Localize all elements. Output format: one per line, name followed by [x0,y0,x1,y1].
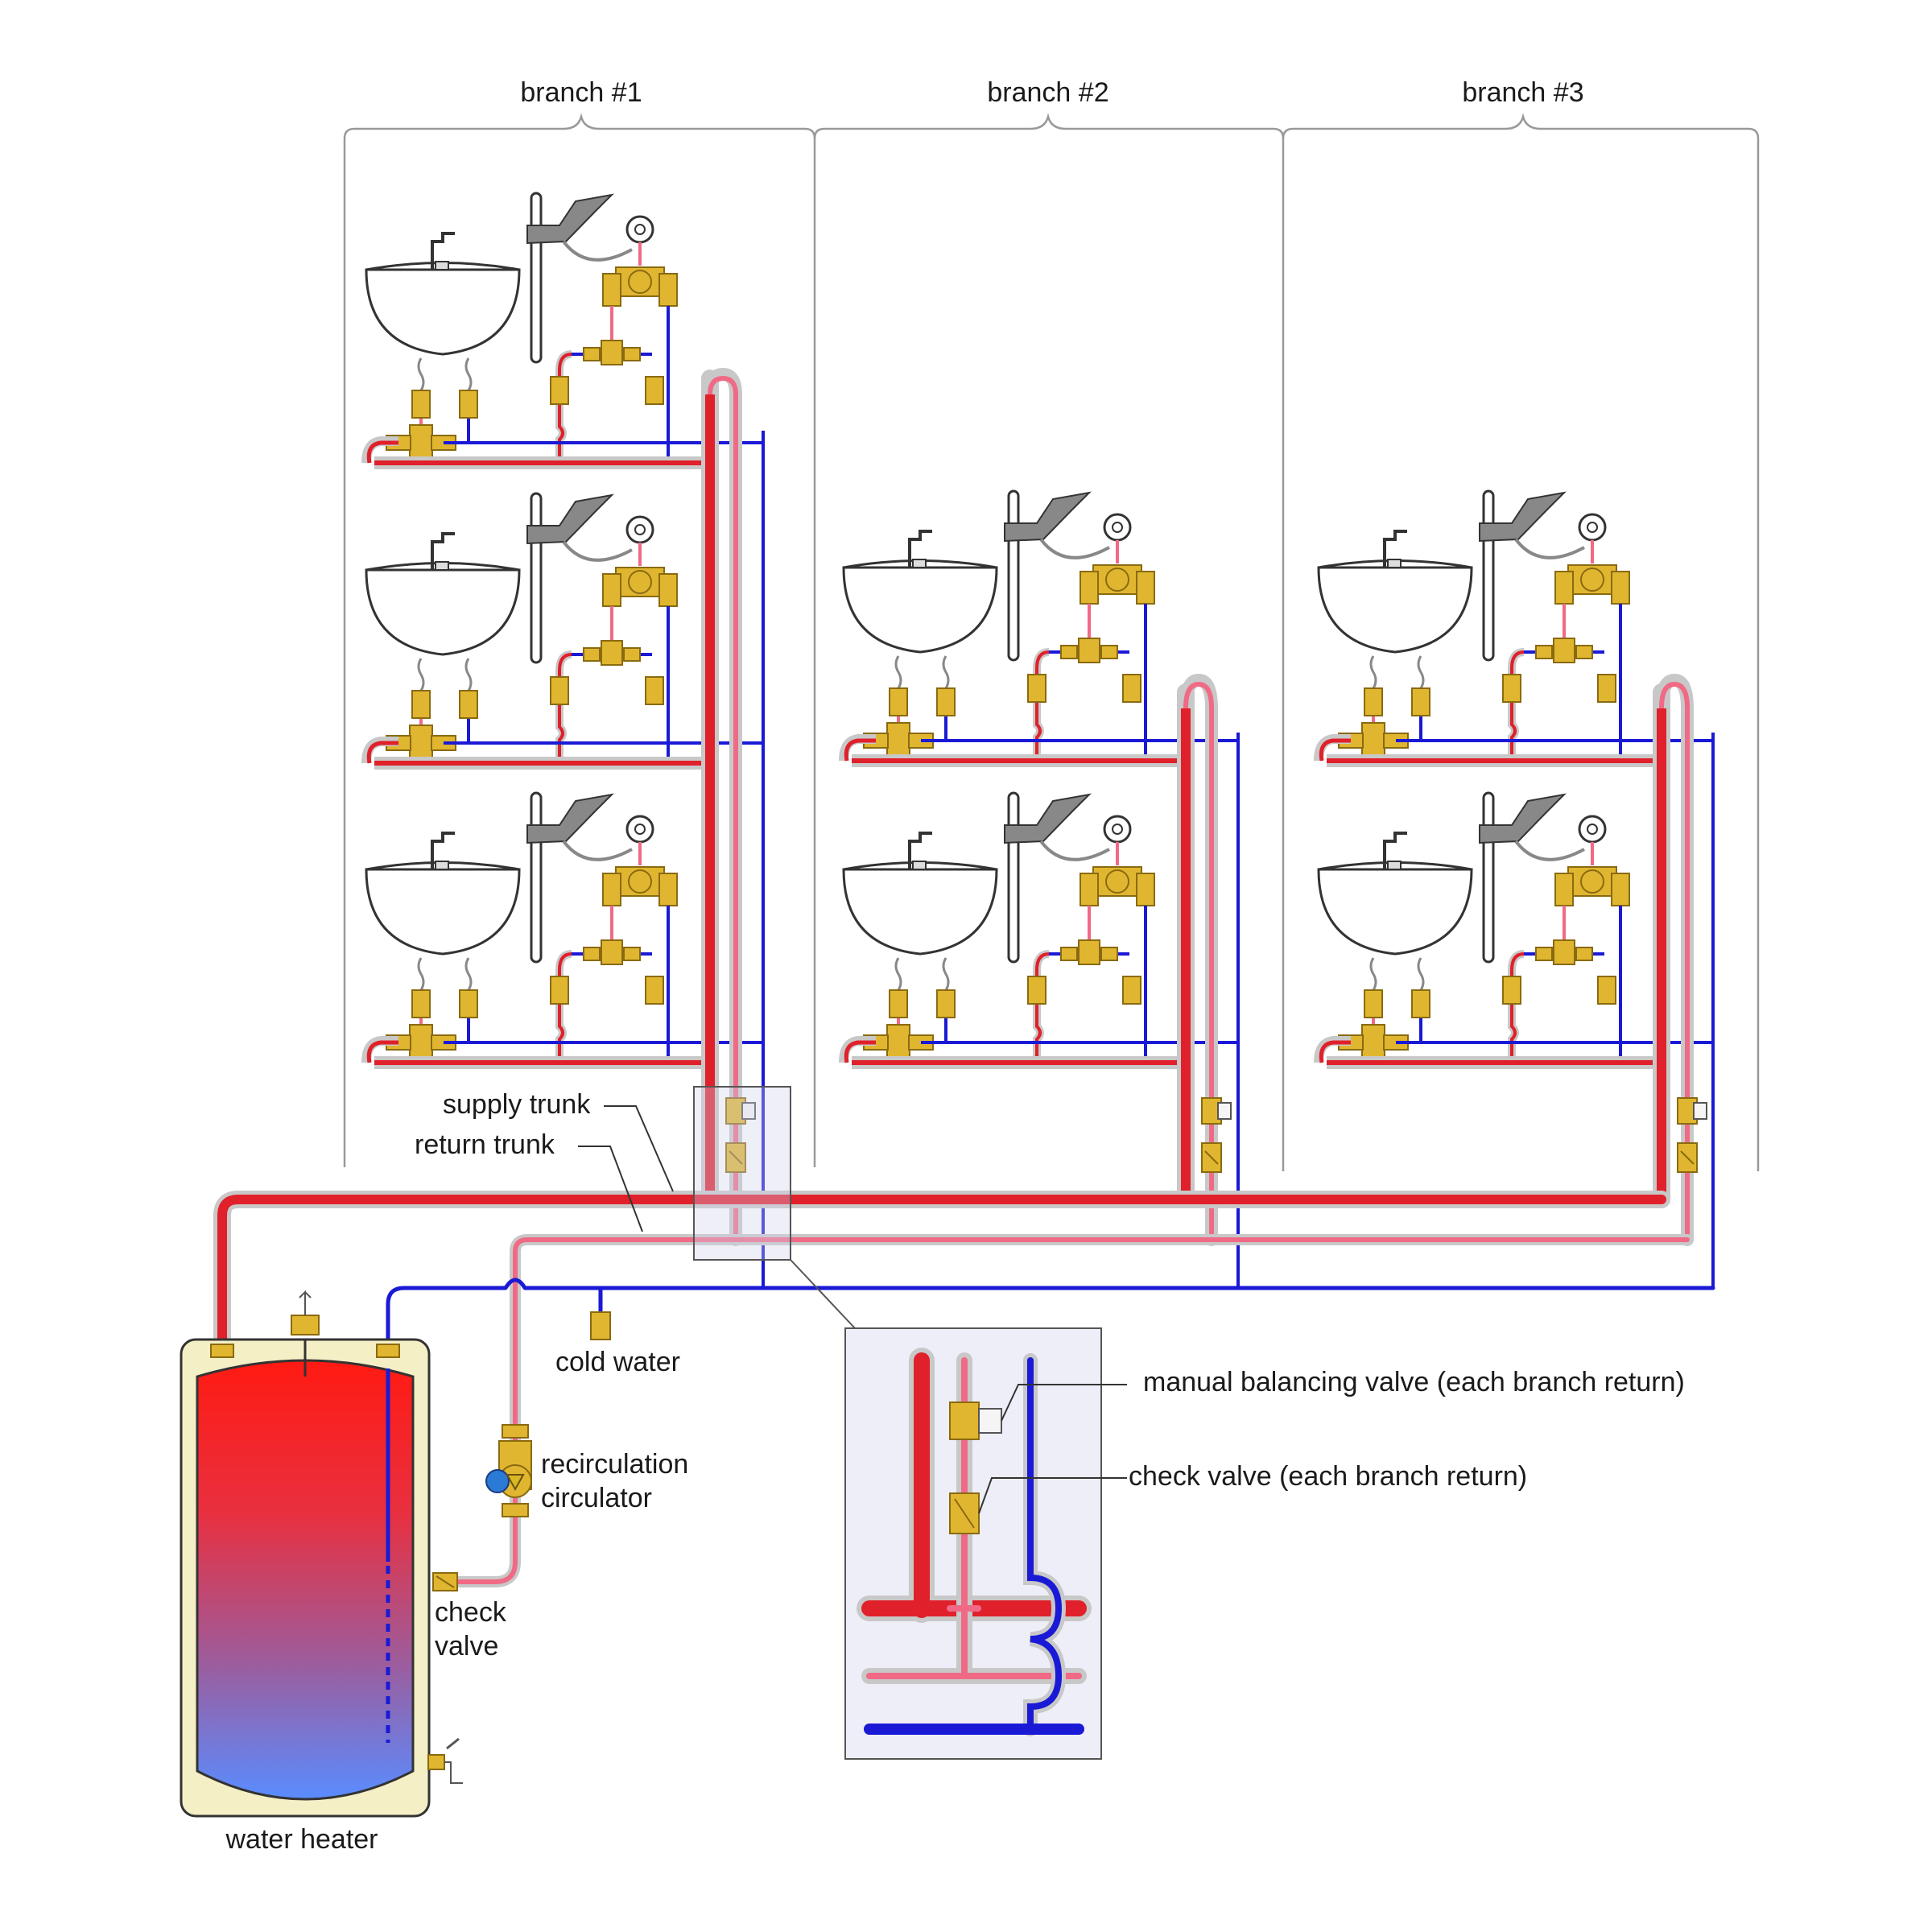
mixing-valve-icon [1535,638,1593,663]
water-heater [180,1290,463,1818]
check-valve-icon [1201,1142,1222,1173]
recirc-label-line1: recirculation [541,1449,688,1480]
branch-1-label: branch #1 [520,77,642,108]
recirculation-return-line [447,1473,521,1587]
lavatory-sink-icon [842,832,998,956]
lavatory-sink-icon [365,232,521,356]
cold-water-label: cold water [555,1347,680,1377]
lavatory-sink-icon [365,532,521,656]
detail-inset [844,1327,1127,1760]
supply-trunk-label: supply trunk [443,1089,591,1120]
recirc-label-line2: circulator [541,1483,652,1513]
mixing-valve-icon [1535,939,1593,965]
balancing-valve-label: manual balancing valve (each branch retu… [1143,1367,1685,1397]
shower-head-icon [526,791,654,964]
lavatory-sink-icon [1317,530,1473,654]
fixture-group [1314,791,1713,1069]
lavatory-sink-icon [842,530,998,654]
shower-head-icon [526,492,654,664]
mixing-valve-icon [602,866,678,906]
mixing-valve-icon [602,567,678,607]
shower-head-icon [1479,791,1607,964]
balancing-valve-icon [1201,1097,1232,1125]
circulator-pump-icon [485,1424,532,1517]
check-valve-label-line2: valve [435,1631,498,1662]
mixing-valve-icon [1060,638,1118,663]
trunk-piping [213,1191,1715,1479]
check-valve-icon [949,1492,980,1534]
branch-braces [343,113,1760,1171]
lavatory-sink-icon [1317,832,1473,956]
mixing-valve-icon [583,340,641,365]
lavatory-sink-icon [365,832,521,956]
branch-1-return-riser [708,375,738,1240]
mixing-valve-icon [583,939,641,965]
check-valve-icon [432,1572,458,1591]
check-valve-icon [1677,1142,1698,1173]
water-heater-label: water heater [225,1824,378,1855]
supply-trunk-leader [604,1105,674,1192]
check-valve-each-label: check valve (each branch return) [1129,1461,1527,1492]
cold-trunk-pipe [386,1278,1715,1363]
supply-trunk-pipe [217,1195,1666,1357]
return-trunk-label: return trunk [415,1129,555,1160]
detail-leader-line [790,1259,856,1329]
branch-2-label: branch #2 [987,77,1108,108]
mixing-valve-icon [583,640,641,666]
mixing-valve-icon [1080,564,1155,605]
balancing-valve-icon [949,1402,1002,1440]
shower-head-icon [1479,489,1607,662]
mixing-valve-icon [1060,939,1118,965]
branch-risers [701,367,1715,1288]
mixing-valve-icon [1554,866,1630,906]
shower-head-icon [1004,489,1132,662]
drain-valve-icon [427,1737,463,1784]
detail-highlight-box [693,1086,791,1261]
cold-water-valve-icon [590,1311,611,1340]
relief-valve-icon [291,1290,320,1335]
shower-head-icon [526,192,654,364]
branch-2-return-riser [1183,681,1214,1240]
balancing-valve-icon [725,1097,756,1125]
check-valve-label-line1: check [435,1597,507,1628]
mixing-valve-icon [1554,564,1630,605]
return-trunk-pipe [513,1237,1690,1476]
check-valve-icon [725,1142,746,1173]
fixture-group [839,489,1238,767]
return-trunk-leader [578,1146,643,1232]
fixture-group [1314,489,1713,767]
branch-return-valves [725,1097,1707,1173]
fixture-group [361,192,763,469]
branch-3-label: branch #3 [1462,77,1583,108]
fixture-groups [361,192,1713,1069]
mixing-valve-icon [1080,866,1155,906]
shower-head-icon [1004,791,1132,964]
fixture-group [839,791,1238,1069]
mixing-valve-icon [602,266,678,307]
balancing-valve-icon [1677,1097,1707,1125]
fixture-group [361,791,763,1069]
branch-3-return-riser [1659,681,1690,1240]
